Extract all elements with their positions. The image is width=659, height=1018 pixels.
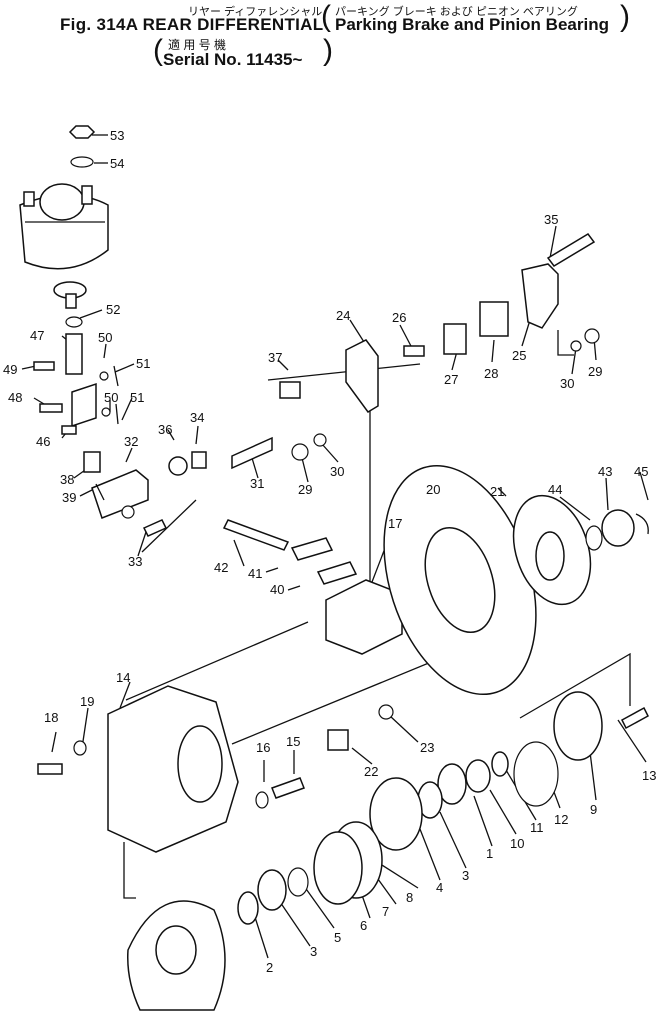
callout-label: 46: [36, 434, 50, 449]
paren-open: (: [321, 0, 331, 33]
callout-label: 26: [392, 310, 406, 325]
callout-label: 51: [136, 356, 150, 371]
callout-label: 30: [330, 464, 344, 479]
callout-label: 16: [256, 740, 270, 755]
callout-label: 48: [8, 390, 22, 405]
callout-label: 34: [190, 410, 204, 425]
callout-label: 54: [110, 156, 124, 171]
callout-label: 20: [426, 482, 440, 497]
callout-label: 44: [548, 482, 562, 497]
callout-label: 36: [158, 422, 172, 437]
callout-label: 19: [80, 694, 94, 709]
callout-label: 41: [248, 566, 262, 581]
callout-label: 29: [588, 364, 602, 379]
callout-label: 25: [512, 348, 526, 363]
figure-title-japanese: リヤー ディファレンシャル: [188, 6, 323, 18]
callout-label: 4: [436, 880, 443, 895]
callout-label: 2: [266, 960, 273, 975]
figure-title: Fig. 314A REAR DIFFERENTIAL: [60, 15, 324, 34]
serial-paren-open: (: [153, 34, 163, 67]
callout-label: 14: [116, 670, 130, 685]
callout-label: 9: [590, 802, 597, 817]
callout-label: 21: [490, 484, 504, 499]
callout-label: 24: [336, 308, 350, 323]
callout-label: 50: [104, 390, 118, 405]
callout-label: 37: [268, 350, 282, 365]
callout-label: 23: [420, 740, 434, 755]
callout-label: 10: [510, 836, 524, 851]
callout-label: 11: [530, 820, 544, 835]
callout-label: 18: [44, 710, 58, 725]
callout-label: 49: [3, 362, 17, 377]
serial-number: Serial No. 11435~: [163, 50, 303, 69]
callout-label: 5: [334, 930, 341, 945]
callout-label: 8: [406, 890, 413, 905]
callout-label: 35: [544, 212, 558, 227]
callout-label: 27: [444, 372, 458, 387]
callout-label: 30: [560, 376, 574, 391]
serial-japanese: 適 用 号 機: [168, 38, 227, 52]
serial-paren-close: ): [323, 34, 333, 67]
callout-label: 39: [62, 490, 76, 505]
callout-label: 13: [642, 768, 656, 783]
subtitle: Parking Brake and Pinion Bearing: [335, 15, 609, 34]
parts: [19, 125, 649, 1011]
callout-label: 53: [110, 128, 124, 143]
callout-label: 45: [634, 464, 648, 479]
callout-label: 33: [128, 554, 142, 569]
callout-label: 43: [598, 464, 612, 479]
callout-label: 7: [382, 904, 389, 919]
callout-label: 3: [462, 868, 469, 883]
leader-lines: [21, 134, 649, 959]
callout-label: 12: [554, 812, 568, 827]
subtitle-japanese: パーキング ブレーキ および ピニオン ベアリング: [335, 6, 578, 18]
callout-label: 6: [360, 918, 367, 933]
callout-label: 50: [98, 330, 112, 345]
callout-label: 47: [30, 328, 44, 343]
callout-label: 22: [364, 764, 378, 779]
callout-label: 42: [214, 560, 228, 575]
callout-label: 51: [130, 390, 144, 405]
callout-label: 31: [250, 476, 264, 491]
callout-label: 28: [484, 366, 498, 381]
callout-label: 32: [124, 434, 138, 449]
callout-label: 40: [270, 582, 284, 597]
callout-numbers: 53 54 52 47 50 51 49 48 50 51 46 32 38 3…: [3, 128, 656, 975]
callout-label: 3: [310, 944, 317, 959]
callout-label: 17: [388, 516, 402, 531]
callout-label: 15: [286, 734, 300, 749]
callout-label: 52: [106, 302, 120, 317]
callout-label: 38: [60, 472, 74, 487]
callout-label: 29: [298, 482, 312, 497]
callout-label: 1: [486, 846, 493, 861]
paren-close: ): [620, 0, 630, 33]
